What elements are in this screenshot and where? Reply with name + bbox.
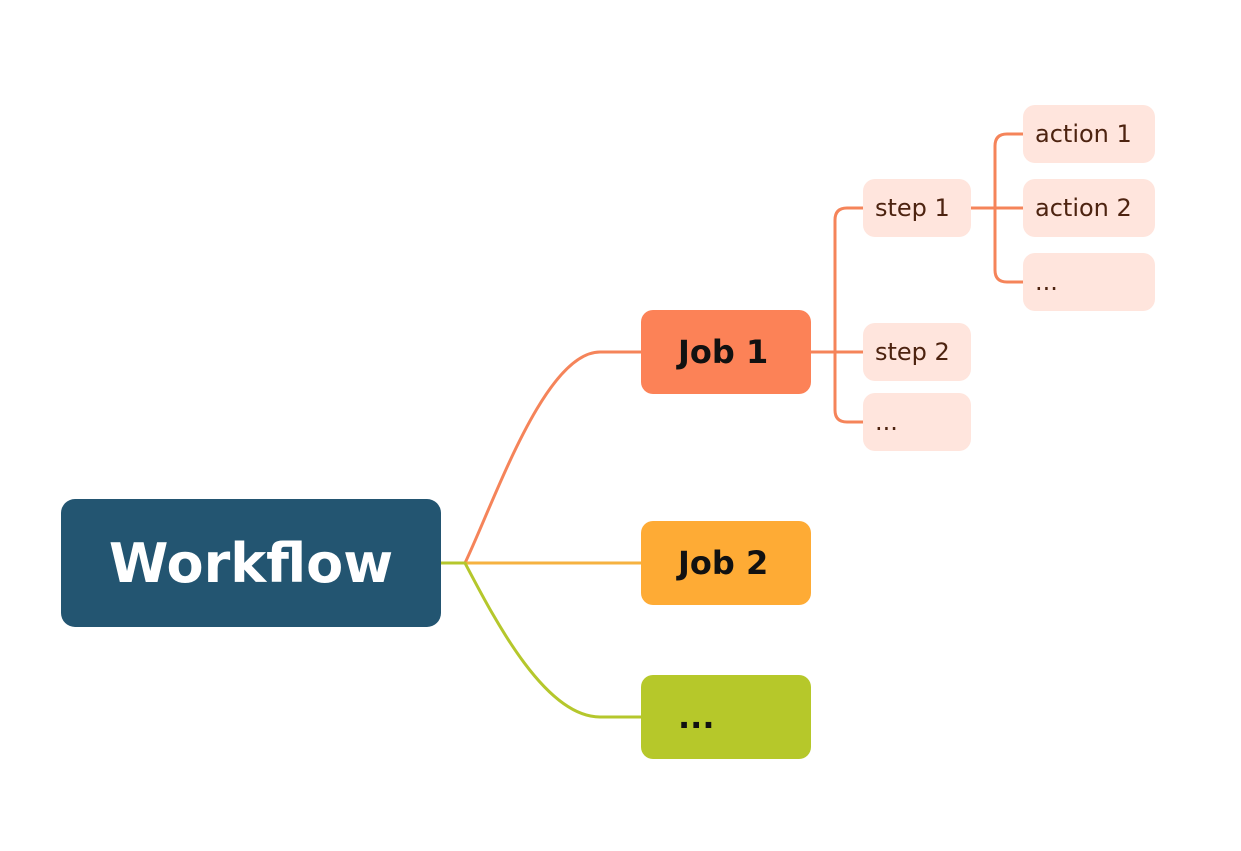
step-label: ... (875, 408, 898, 436)
step-node-2: step 2 (863, 323, 971, 381)
action-node-2: action 2 (1023, 179, 1155, 237)
step-label: step 1 (875, 194, 950, 222)
root-node-workflow: Workflow (61, 499, 441, 627)
action-node-1: action 1 (1023, 105, 1155, 163)
step-node-more: ... (863, 393, 971, 451)
job-node-1: Job 1 (641, 310, 811, 394)
step-label: step 2 (875, 338, 950, 366)
action-label: action 2 (1035, 194, 1132, 222)
job-label: ... (678, 698, 715, 736)
link-job1-steps (811, 206, 863, 424)
link-step1-actions (971, 132, 1023, 284)
link-root-job1 (439, 350, 643, 565)
action-label: action 1 (1035, 120, 1132, 148)
job-node-more: ... (641, 675, 811, 759)
action-label: ... (1035, 268, 1058, 296)
job-node-2: Job 2 (641, 521, 811, 605)
root-label: Workflow (108, 531, 394, 595)
job-label: Job 1 (678, 333, 769, 371)
job-label: Job 2 (678, 544, 769, 582)
link-root-job3 (441, 561, 641, 719)
step-node-1: step 1 (863, 179, 971, 237)
action-node-more: ... (1023, 253, 1155, 311)
